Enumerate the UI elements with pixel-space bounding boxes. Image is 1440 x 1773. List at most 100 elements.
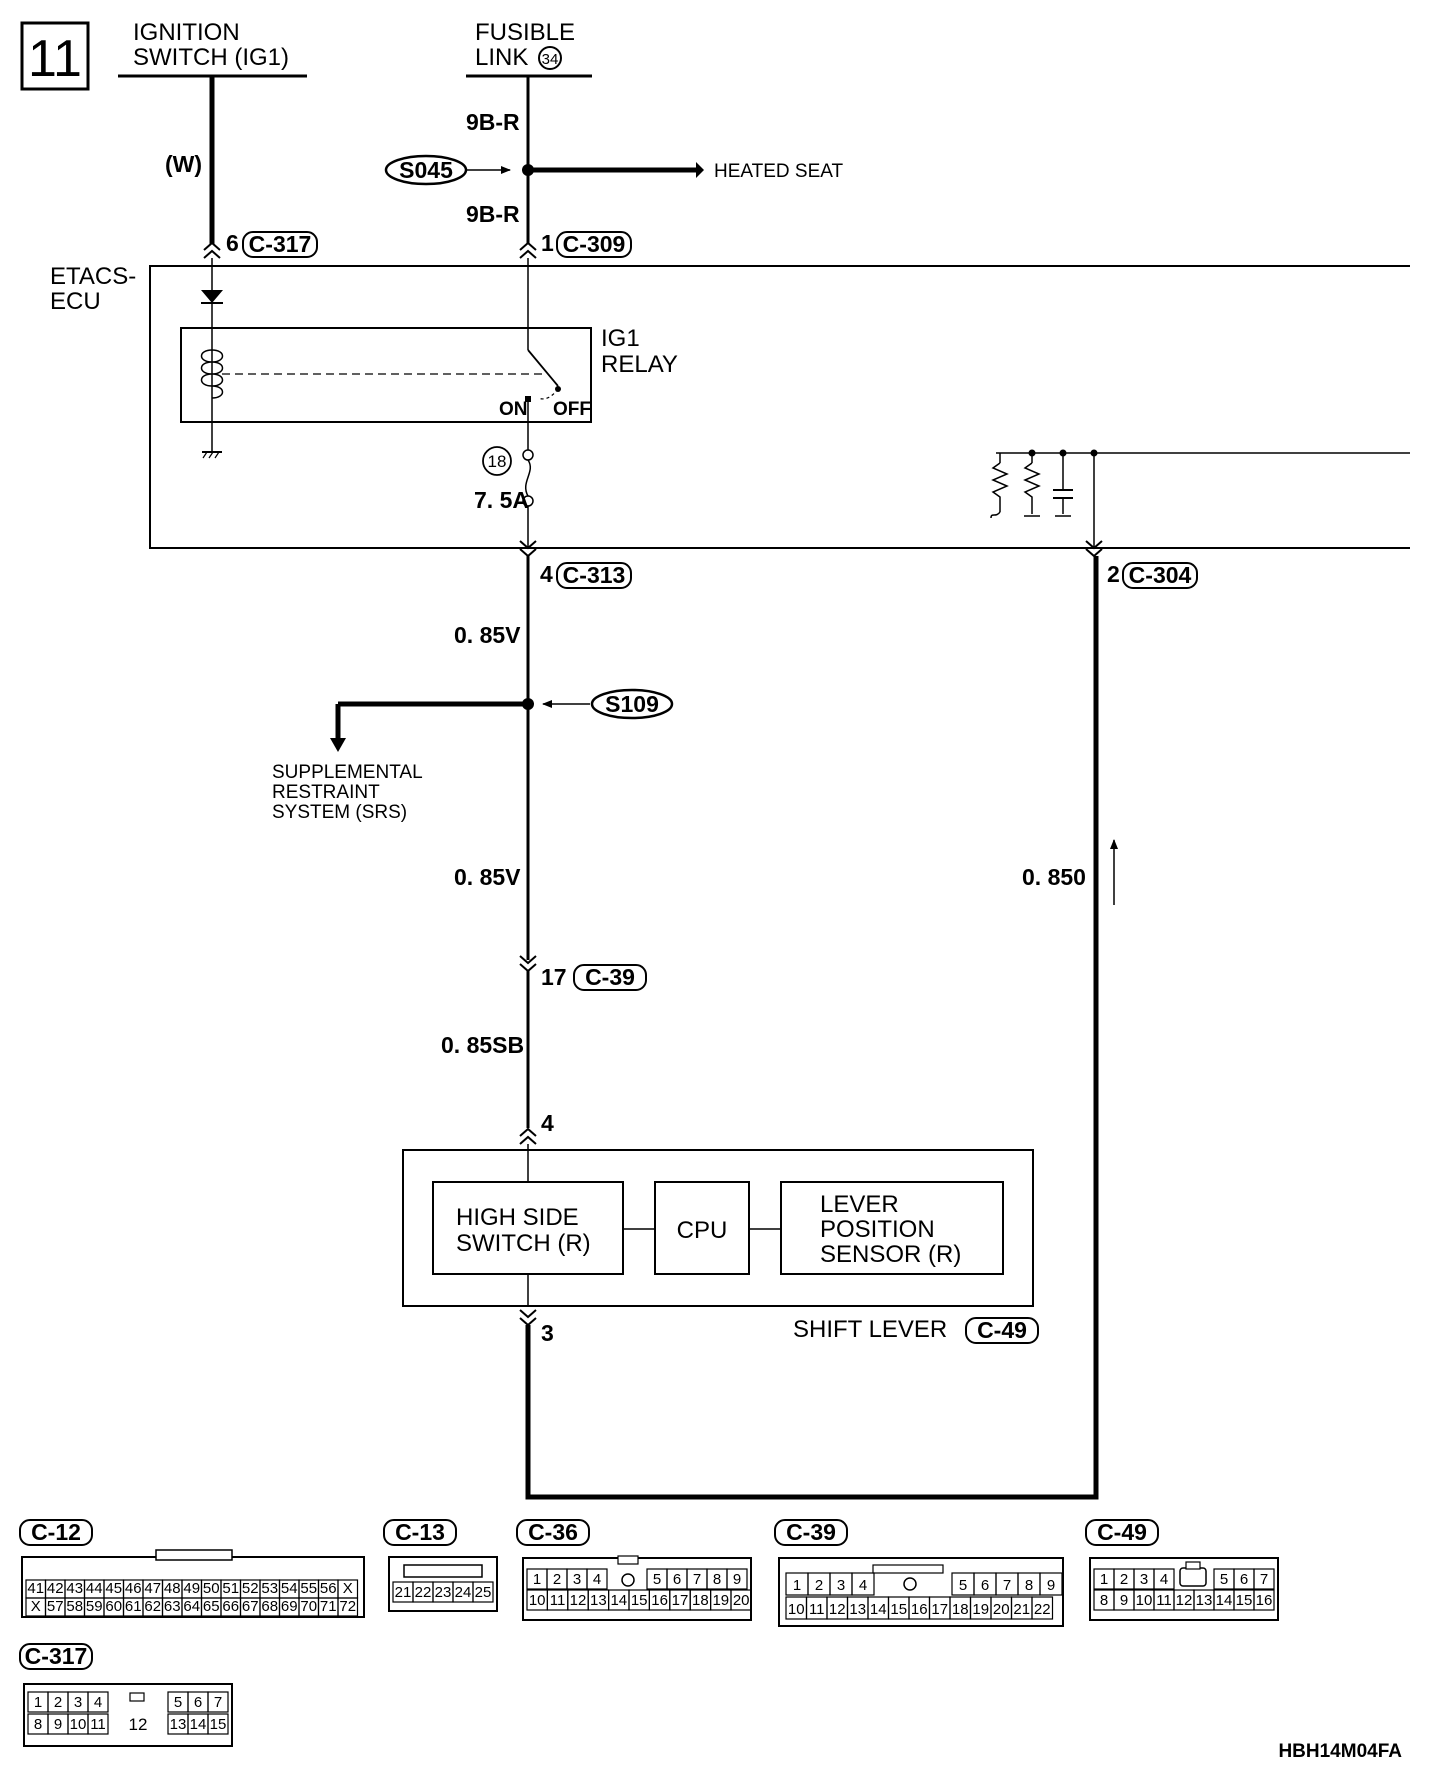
- pin-c36-r2-11: 11: [550, 1592, 566, 1609]
- pin-c39-r2-14: 14: [870, 1601, 887, 1618]
- pin-c36-r1-9: 9: [733, 1571, 741, 1588]
- pin-c49-r1a-1: 1: [1100, 1571, 1108, 1588]
- connector-label-c12: C-12: [31, 1519, 81, 1545]
- pin-c13-21: 21: [395, 1584, 412, 1601]
- fusible-link-source: FUSIBLE LINK 34: [466, 19, 592, 78]
- pin-c49-r2-10: 10: [1136, 1592, 1153, 1609]
- pin-c317-r2a-8: 8: [34, 1716, 42, 1733]
- pin-c12-r2-58: 58: [66, 1598, 83, 1615]
- pin-c39-r2-12: 12: [829, 1601, 846, 1618]
- pin-c49-r2-14: 14: [1216, 1592, 1233, 1609]
- cpu-label: CPU: [677, 1217, 728, 1244]
- pin-c12-r1-50: 50: [203, 1580, 220, 1597]
- ignition-wire: (W) 6 C-317: [165, 76, 318, 259]
- ign-wire-label: (W): [165, 151, 202, 177]
- pin-c12-r1-53: 53: [261, 1580, 278, 1597]
- pin-c39-r2-17: 17: [931, 1601, 948, 1618]
- pin-c39-r2-10: 10: [788, 1601, 805, 1618]
- pin-c317-r2a-10: 10: [70, 1716, 87, 1733]
- pin-c12-r1-49: 49: [183, 1580, 200, 1597]
- pin-c39-r2-16: 16: [911, 1601, 928, 1618]
- pin-c317-r2b-14: 14: [190, 1716, 207, 1733]
- pin-c36-r1-7: 7: [693, 1571, 701, 1588]
- srs-label-2: RESTRAINT: [272, 782, 380, 803]
- page-number-box: 11: [20, 21, 90, 91]
- pin-c317-r1a-4: 4: [94, 1694, 102, 1711]
- pin-c36-r2-13: 13: [590, 1592, 607, 1609]
- pin-c36-r1-5: 5: [653, 1571, 661, 1588]
- top-wire-label-1: 9B-R: [466, 109, 520, 135]
- pin-c39-r2-21: 21: [1013, 1601, 1030, 1618]
- mid-wire-label-1: 0. 85V: [454, 622, 521, 648]
- pin-c39-r1b-6: 6: [981, 1577, 989, 1594]
- pin-c317-r1b-7: 7: [214, 1694, 222, 1711]
- pin-c317-r1a-1: 1: [34, 1694, 42, 1711]
- ig1-output-wire: 0. 85V SUPPLEMENTAL RESTRAINT SYSTEM (SR…: [272, 556, 674, 1145]
- right-wire-label: 0. 850: [1022, 864, 1086, 890]
- shift-lever: HIGH SIDE SWITCH (R) CPU LEVER POSITION …: [402, 1144, 1039, 1346]
- etacs-ecu: ETACS- ECU IG1 RELAY ON OFF 18 7. 5: [50, 258, 1410, 549]
- pin-c317-r2b-13: 13: [170, 1716, 187, 1733]
- pin-c49-r1b-6: 6: [1240, 1571, 1248, 1588]
- fusible-label-2: LINK: [475, 44, 528, 71]
- c304-pin: 2: [1107, 561, 1120, 587]
- c313-name: C-313: [563, 562, 626, 588]
- pin-c12-r1-46: 46: [125, 1580, 142, 1597]
- pin-c12-r2-X: X: [31, 1598, 41, 1615]
- pin-c36-r1-6: 6: [673, 1571, 681, 1588]
- relay-off-label: OFF: [553, 399, 591, 420]
- pin-c12-r2-66: 66: [222, 1598, 239, 1615]
- connector-label-c317: C-317: [25, 1643, 88, 1669]
- c313-pin: 4: [540, 561, 553, 587]
- srs-label-1: SUPPLEMENTAL: [272, 762, 423, 783]
- pin-c12-r2-63: 63: [164, 1598, 181, 1615]
- pin-c12-r2-69: 69: [281, 1598, 298, 1615]
- ignition-label-1: IGNITION: [133, 19, 240, 46]
- cpu-block: [654, 1181, 750, 1275]
- pin-c39-r2-13: 13: [849, 1601, 866, 1618]
- pin-c12-r1-51: 51: [222, 1580, 239, 1597]
- pin-c39-r1a-1: 1: [793, 1577, 801, 1594]
- pin-c39-r1a-3: 3: [837, 1577, 845, 1594]
- pin-c12-r2-57: 57: [47, 1598, 64, 1615]
- ecu-label-1: ETACS-: [50, 263, 136, 290]
- pin-c49-r2-8: 8: [1100, 1592, 1108, 1609]
- pin-c36-r1-8: 8: [713, 1571, 721, 1588]
- pin-c12-r2-70: 70: [300, 1598, 317, 1615]
- ignition-switch-source: IGNITION SWITCH (IG1): [118, 19, 307, 78]
- pin-c39-r1a-4: 4: [859, 1577, 867, 1594]
- pin-c13-22: 22: [415, 1584, 432, 1601]
- c304-connector: 2 C-304: [1085, 540, 1198, 589]
- pin-c12-r1-48: 48: [164, 1580, 181, 1597]
- pin-c39-r1b-9: 9: [1047, 1577, 1055, 1594]
- c39-pin: 17: [541, 964, 567, 990]
- shift-in-pin: 4: [541, 1110, 554, 1136]
- pin-c317-center: 12: [129, 1715, 148, 1734]
- pin-c317-r2a-9: 9: [54, 1716, 62, 1733]
- pin-c12-r2-67: 67: [242, 1598, 259, 1615]
- c39-name: C-39: [585, 964, 635, 990]
- pin-c36-r2-12: 12: [570, 1592, 587, 1609]
- pin-c12-r1-52: 52: [242, 1580, 259, 1597]
- pin-c317-r2a-11: 11: [90, 1716, 106, 1733]
- pin-c39-r2-22: 22: [1034, 1601, 1051, 1618]
- c309-pin: 1: [541, 230, 554, 256]
- lps-label-2: POSITION: [820, 1216, 935, 1243]
- doc-code: HBH14M04FA: [1278, 1741, 1402, 1762]
- pin-c317-r1b-5: 5: [174, 1694, 182, 1711]
- pin-c12-r1-56: 56: [320, 1580, 337, 1597]
- pin-c12-r1-45: 45: [105, 1580, 122, 1597]
- pin-c39-r2-11: 11: [809, 1601, 825, 1618]
- hss-label-2: SWITCH (R): [456, 1230, 591, 1257]
- pin-c12-r2-59: 59: [86, 1598, 103, 1615]
- pin-c39-r2-19: 19: [972, 1601, 989, 1618]
- pin-c12-r2-68: 68: [261, 1598, 278, 1615]
- fusible-number: 34: [542, 51, 559, 68]
- pin-c39-r1a-2: 2: [815, 1577, 823, 1594]
- c304-name: C-304: [1129, 562, 1192, 588]
- lps-label-1: LEVER: [820, 1191, 899, 1218]
- page-number: 11: [28, 30, 82, 88]
- pin-c49-r2-11: 11: [1156, 1592, 1172, 1609]
